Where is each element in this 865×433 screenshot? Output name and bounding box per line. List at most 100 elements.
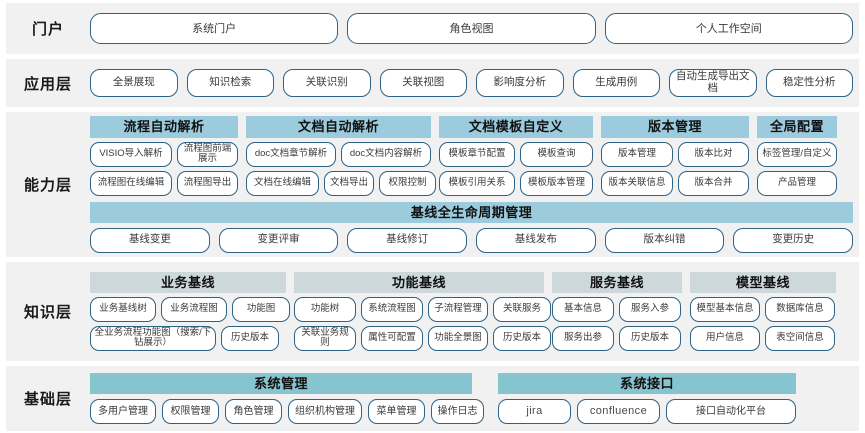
capability-item-0-0-1[interactable]: 流程图前端展示 xyxy=(177,141,238,167)
portal-item-system-portal[interactable]: 系统门户 xyxy=(90,13,339,45)
knowledge-group-header-2: 服务基线 xyxy=(552,271,682,293)
knowledge-group-2-line-0: 基本信息服务入参 xyxy=(552,296,682,322)
baseline-item-5[interactable]: 变更历史 xyxy=(733,227,854,253)
portal-item-personal-workspace[interactable]: 个人工作空间 xyxy=(604,13,853,45)
knowledge-group-row: 业务基线业务基线树业务流程图功能图全业务流程功能图（搜索/下钻展示）历史版本功能… xyxy=(90,271,853,351)
knowledge-group-header-1: 功能基线 xyxy=(294,271,544,293)
knowledge-item-1-0-3[interactable]: 关联服务 xyxy=(493,296,551,322)
knowledge-item-3-1-1[interactable]: 表空间信息 xyxy=(765,325,835,351)
knowledge-item-0-0-1[interactable]: 业务流程图 xyxy=(161,296,227,322)
knowledge-group-rows-2: 基本信息服务入参服务出参历史版本 xyxy=(552,296,682,351)
foundation-item-0-3[interactable]: 组织机构管理 xyxy=(288,398,362,424)
foundation-item-0-4[interactable]: 菜单管理 xyxy=(368,398,425,424)
knowledge-group-rows-1: 功能树系统流程图子流程管理关联服务关联业务规则属性可配置功能全景图历史版本 xyxy=(294,296,551,351)
knowledge-item-3-0-1[interactable]: 数据库信息 xyxy=(765,296,835,322)
capability-item-1-0-1[interactable]: doc文档内容解析 xyxy=(341,141,431,167)
capability-item-2-1-0[interactable]: 模板引用关系 xyxy=(439,170,515,196)
foundation-item-0-1[interactable]: 权限管理 xyxy=(162,398,219,424)
capability-group-2-line-0: 模板章节配置模板查询 xyxy=(439,141,593,167)
app-item-6[interactable]: 自动生成导出文档 xyxy=(669,69,757,98)
capability-item-1-0-0[interactable]: doc文档章节解析 xyxy=(246,141,336,167)
knowledge-item-2-0-0[interactable]: 基本信息 xyxy=(552,296,614,322)
knowledge-item-3-0-0[interactable]: 模型基本信息 xyxy=(690,296,760,322)
foundation-item-0-0[interactable]: 多用户管理 xyxy=(90,398,156,424)
knowledge-item-0-1-1[interactable]: 历史版本 xyxy=(221,325,279,351)
capability-item-4-0-0[interactable]: 标签管理/自定义 xyxy=(757,141,837,167)
capability-group-3-line-1: 版本关联信息版本合并 xyxy=(601,170,749,196)
layer-body-application: 全景展现 知识检索 关联识别 关联视图 影响度分析 生成用例 自动生成导出文档 … xyxy=(90,65,859,101)
layer-knowledge: 知识层 业务基线业务基线树业务流程图功能图全业务流程功能图（搜索/下钻展示）历史… xyxy=(6,261,859,361)
app-item-5[interactable]: 生成用例 xyxy=(572,69,660,98)
baseline-lifecycle-header: 基线全生命周期管理 xyxy=(90,201,853,223)
capability-group-2-line-1: 模板引用关系模板版本管理 xyxy=(439,170,593,196)
capability-item-1-1-0[interactable]: 文档在线编辑 xyxy=(246,170,319,196)
knowledge-item-2-0-1[interactable]: 服务入参 xyxy=(619,296,681,322)
layer-portal: 门户 系统门户 角色视图 个人工作空间 xyxy=(6,3,859,55)
foundation-item-1-2[interactable]: 接口自动化平台 xyxy=(666,398,796,424)
foundation-item-1-1[interactable]: confluence xyxy=(577,398,660,424)
capability-group-rows-4: 标签管理/自定义产品管理 xyxy=(757,141,837,196)
baseline-item-4[interactable]: 版本纠错 xyxy=(604,227,725,253)
knowledge-group-1-line-1: 关联业务规则属性可配置功能全景图历史版本 xyxy=(294,325,551,351)
knowledge-item-2-1-1[interactable]: 历史版本 xyxy=(619,325,681,351)
capability-group-header-3: 版本管理 xyxy=(601,115,749,138)
knowledge-item-1-0-1[interactable]: 系统流程图 xyxy=(361,296,423,322)
capability-item-2-0-0[interactable]: 模板章节配置 xyxy=(439,141,515,167)
knowledge-item-0-0-0[interactable]: 业务基线树 xyxy=(90,296,156,322)
capability-item-3-0-1[interactable]: 版本比对 xyxy=(678,141,749,167)
app-item-4[interactable]: 影响度分析 xyxy=(476,69,564,98)
baseline-item-3[interactable]: 基线发布 xyxy=(476,227,596,253)
capability-group-1-line-1: 文档在线编辑文档导出权限控制 xyxy=(246,170,436,196)
knowledge-item-1-1-3[interactable]: 历史版本 xyxy=(493,325,551,351)
foundation-item-1-0[interactable]: jira xyxy=(498,398,571,424)
baseline-item-0[interactable]: 基线变更 xyxy=(90,227,210,253)
capability-item-2-1-1[interactable]: 模板版本管理 xyxy=(520,170,593,196)
knowledge-group-0-line-1: 全业务流程功能图（搜索/下钻展示）历史版本 xyxy=(90,325,286,351)
capability-item-3-1-1[interactable]: 版本合并 xyxy=(678,170,749,196)
app-item-2[interactable]: 关联识别 xyxy=(283,69,371,98)
knowledge-item-1-1-2[interactable]: 功能全景图 xyxy=(428,325,488,351)
baseline-item-2[interactable]: 基线修订 xyxy=(347,227,468,253)
knowledge-group-rows-3: 模型基本信息数据库信息用户信息表空间信息 xyxy=(690,296,836,351)
foundation-item-0-5[interactable]: 操作日志 xyxy=(431,398,484,424)
capability-item-1-1-1[interactable]: 文档导出 xyxy=(324,170,374,196)
capability-group-rows-0: VISIO导入解析流程图前端展示流程图在线编辑流程图导出 xyxy=(90,141,238,196)
knowledge-group-header-3: 模型基线 xyxy=(690,271,836,293)
foundation-group-header-1: 系统接口 xyxy=(498,372,796,394)
knowledge-item-1-1-0[interactable]: 关联业务规则 xyxy=(294,325,356,351)
foundation-item-0-2[interactable]: 角色管理 xyxy=(225,398,282,424)
foundation-group-header-0: 系统管理 xyxy=(90,372,472,394)
capability-item-0-1-1[interactable]: 流程图导出 xyxy=(177,170,238,196)
capability-item-3-1-0[interactable]: 版本关联信息 xyxy=(601,170,673,196)
knowledge-item-1-1-1[interactable]: 属性可配置 xyxy=(361,325,423,351)
knowledge-group-3-line-1: 用户信息表空间信息 xyxy=(690,325,836,351)
capability-item-4-1-0[interactable]: 产品管理 xyxy=(757,170,837,196)
capability-group-0-line-0: VISIO导入解析流程图前端展示 xyxy=(90,141,238,167)
app-item-1[interactable]: 知识检索 xyxy=(186,69,274,98)
portal-item-row: 系统门户 角色视图 个人工作空间 xyxy=(90,13,853,45)
knowledge-item-0-1-0[interactable]: 全业务流程功能图（搜索/下钻展示） xyxy=(90,325,216,351)
baseline-item-1[interactable]: 变更评审 xyxy=(218,227,339,253)
capability-item-3-0-0[interactable]: 版本管理 xyxy=(601,141,673,167)
capability-group-3-line-0: 版本管理版本比对 xyxy=(601,141,749,167)
app-item-3[interactable]: 关联视图 xyxy=(379,69,467,98)
knowledge-group-2: 服务基线基本信息服务入参服务出参历史版本 xyxy=(552,271,682,351)
app-item-7[interactable]: 稳定性分析 xyxy=(765,69,853,98)
knowledge-item-3-1-0[interactable]: 用户信息 xyxy=(690,325,760,351)
baseline-lifecycle-row: 基线变更 变更评审 基线修订 基线发布 版本纠错 变更历史 xyxy=(90,227,854,253)
portal-item-role-view[interactable]: 角色视图 xyxy=(347,13,596,45)
app-item-0[interactable]: 全景展现 xyxy=(90,69,178,98)
capability-item-0-1-0[interactable]: 流程图在线编辑 xyxy=(90,170,172,196)
knowledge-item-2-1-0[interactable]: 服务出参 xyxy=(552,325,614,351)
knowledge-item-1-0-2[interactable]: 子流程管理 xyxy=(428,296,488,322)
capability-item-1-1-2[interactable]: 权限控制 xyxy=(379,170,436,196)
capability-item-0-0-0[interactable]: VISIO导入解析 xyxy=(90,141,172,167)
knowledge-group-rows-0: 业务基线树业务流程图功能图全业务流程功能图（搜索/下钻展示）历史版本 xyxy=(90,296,290,351)
knowledge-item-1-0-0[interactable]: 功能树 xyxy=(294,296,356,322)
capability-item-2-0-1[interactable]: 模板查询 xyxy=(520,141,593,167)
knowledge-item-0-0-2[interactable]: 功能图 xyxy=(232,296,290,322)
